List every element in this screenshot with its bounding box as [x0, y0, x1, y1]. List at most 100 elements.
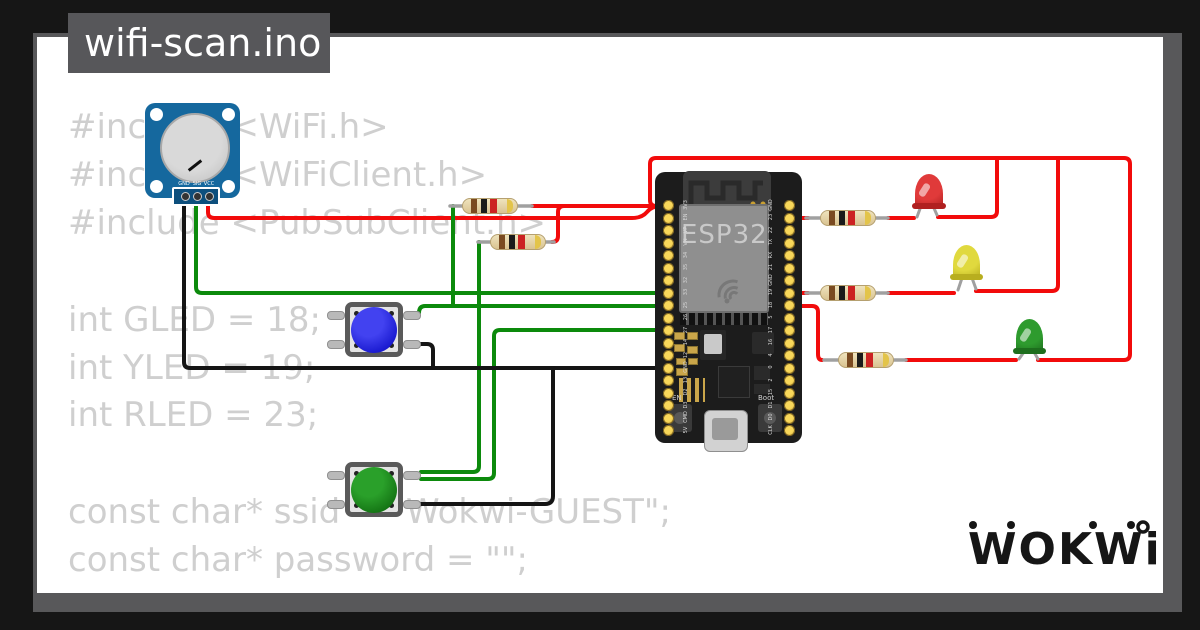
smd-cap — [687, 346, 698, 354]
esp32-pin-left-EN — [662, 212, 674, 224]
smd-ic — [754, 366, 770, 380]
boot-button — [758, 404, 782, 432]
esp32-pin-left-12 — [662, 350, 674, 361]
yellow-led — [950, 245, 983, 283]
mount-hole — [222, 180, 235, 193]
resistor — [820, 210, 876, 226]
pot-indicator — [187, 159, 203, 172]
blue-button — [345, 302, 403, 357]
esp32-pin-left-34 — [662, 250, 674, 261]
pot-pin-header: GND SIG VCC — [172, 181, 220, 206]
esp32-module-shield: ESP32 — [679, 204, 769, 313]
esp32-pin-label: CLK — [768, 424, 774, 435]
resistor — [490, 234, 546, 250]
resistor — [838, 352, 894, 368]
green-button-pin — [403, 471, 421, 480]
esp32-pin-right-TX — [783, 237, 795, 249]
smd-cap — [687, 332, 698, 340]
blue-button-pin — [403, 311, 421, 320]
esp32-pin-left-35 — [662, 262, 674, 274]
red-led — [912, 174, 946, 212]
esp32-pin-left-3V3 — [662, 200, 674, 211]
smd-cap — [676, 368, 688, 376]
smd-cap — [688, 358, 698, 365]
pot-pin-sig — [193, 192, 202, 201]
smd-cap — [676, 358, 686, 365]
smd-cap — [674, 332, 685, 340]
pot-label-sig: SIG — [192, 181, 202, 187]
esp32-pin-left-33 — [662, 287, 674, 299]
green-led — [1013, 319, 1046, 357]
esp32-pin-right-17 — [783, 325, 795, 336]
esp32-pin-right-19 — [783, 287, 795, 299]
green-button-cap — [351, 466, 397, 513]
smd-ic — [752, 332, 774, 354]
pot-pin-gnd — [181, 192, 190, 201]
code-line: int RLED = 23; — [68, 395, 319, 435]
blue-button-cap — [351, 306, 397, 353]
esp32-pin-left-25 — [662, 300, 674, 311]
smd-array — [679, 378, 705, 402]
esp32-pin-left-14 — [662, 337, 674, 349]
esp32-pin-right-15 — [783, 387, 795, 399]
regulator-tab — [704, 334, 722, 354]
en-button-label: EN — [672, 394, 682, 402]
blue-button-pin — [327, 340, 345, 349]
esp32-pin-right-RX — [783, 250, 795, 261]
usb-slot — [712, 418, 738, 440]
mount-hole — [150, 108, 163, 121]
esp32-pin-right-0 — [783, 362, 795, 374]
esp32-pin-left-26 — [662, 312, 674, 324]
resistor — [462, 198, 518, 214]
esp32-pin-label: 5V — [683, 426, 689, 433]
pot-knob — [160, 113, 230, 183]
esp32-pin-right-D0 — [783, 412, 795, 424]
esp32-pin-left-CMD — [662, 412, 674, 424]
esp32-pin-right-GND — [783, 275, 795, 286]
wokwi-logo: WOKWi — [968, 520, 1162, 575]
esp32-chip-label: ESP32 — [681, 220, 768, 250]
green-button-pin — [403, 500, 421, 509]
esp32-pin-left-D2 — [662, 387, 674, 399]
esp32-pin-right-18 — [783, 300, 795, 311]
green-button-pin — [327, 471, 345, 480]
potentiometer: GND SIG VCC — [145, 103, 240, 206]
esp32-pin-left-32 — [662, 275, 674, 286]
esp32-pin-right-2 — [783, 375, 795, 386]
code-line: int GLED = 18; — [68, 300, 321, 340]
boot-button-label: Boot — [758, 394, 775, 402]
mount-hole — [150, 180, 163, 193]
smd-ic — [754, 384, 770, 394]
esp32-pin-right-16 — [783, 337, 795, 349]
module-pads — [680, 313, 768, 325]
pot-pin-vcc — [205, 192, 214, 201]
code-line: const char* password = ""; — [68, 540, 529, 580]
esp32-pin-right-CLK — [783, 425, 795, 436]
esp32-pin-left-D3 — [662, 400, 674, 411]
esp32-pin-right-GND — [783, 200, 795, 211]
esp32-pin-left-GND — [662, 362, 674, 374]
esp32-pin-right-D1 — [783, 400, 795, 411]
esp32-pin-left-VP — [662, 225, 674, 236]
green-button — [345, 462, 403, 517]
mcu-chip — [718, 366, 750, 398]
blue-button-pin — [403, 340, 421, 349]
smd-cap — [674, 344, 685, 352]
blue-button-pin — [327, 311, 345, 320]
green-button-pin — [327, 500, 345, 509]
esp32-pin-right-4 — [783, 350, 795, 361]
sketch-title: wifi-scan.ino — [68, 13, 330, 73]
wokwi-logo-text: WOKWi — [968, 524, 1162, 575]
esp32-pin-left-13 — [662, 375, 674, 386]
esp32-pin-right-23 — [783, 212, 795, 224]
mount-hole — [222, 108, 235, 121]
esp32-pin-right-5 — [783, 312, 795, 324]
esp32-pin-right-22 — [783, 225, 795, 236]
pot-label-vcc: VCC — [203, 181, 215, 187]
pot-label-gnd: GND — [178, 181, 190, 187]
resistor — [820, 285, 876, 301]
esp32-pin-left-VN — [662, 237, 674, 249]
wifi-logo-icon — [717, 279, 739, 304]
